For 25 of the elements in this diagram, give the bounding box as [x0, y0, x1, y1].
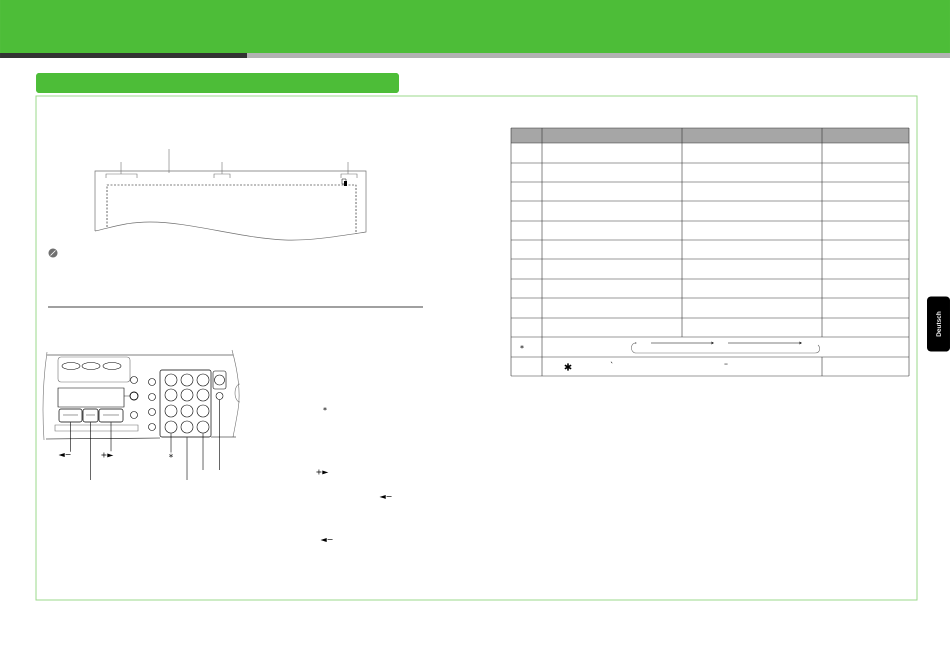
- key-symbol: +►: [316, 469, 328, 474]
- leader-line: [170, 433, 172, 453]
- leader-line: [110, 422, 112, 452]
- keypad-key: [164, 420, 178, 434]
- keypad-key: [196, 420, 210, 434]
- key-symbol: *: [323, 407, 327, 411]
- leader-line: [219, 400, 220, 470]
- key-label: *: [169, 454, 173, 458]
- key-label: ◄−: [58, 452, 71, 457]
- key-symbol: ◄−: [380, 494, 392, 499]
- section-heading-bar: [36, 73, 399, 93]
- table-text: `: [610, 362, 613, 364]
- keypad: [160, 370, 212, 438]
- table-symbol: ✱: [564, 363, 572, 371]
- leader-line: [90, 422, 91, 480]
- key-label: +►: [101, 452, 114, 458]
- round-key: [216, 392, 224, 400]
- table-symbol: *: [520, 345, 524, 349]
- key-symbol: ◄−: [320, 538, 333, 542]
- panel-key: [98, 408, 124, 422]
- leader-line: [186, 437, 188, 480]
- leader-line: [202, 433, 204, 470]
- panel-key: [58, 408, 82, 422]
- panel-key: [82, 408, 98, 422]
- leader-line: [70, 422, 71, 452]
